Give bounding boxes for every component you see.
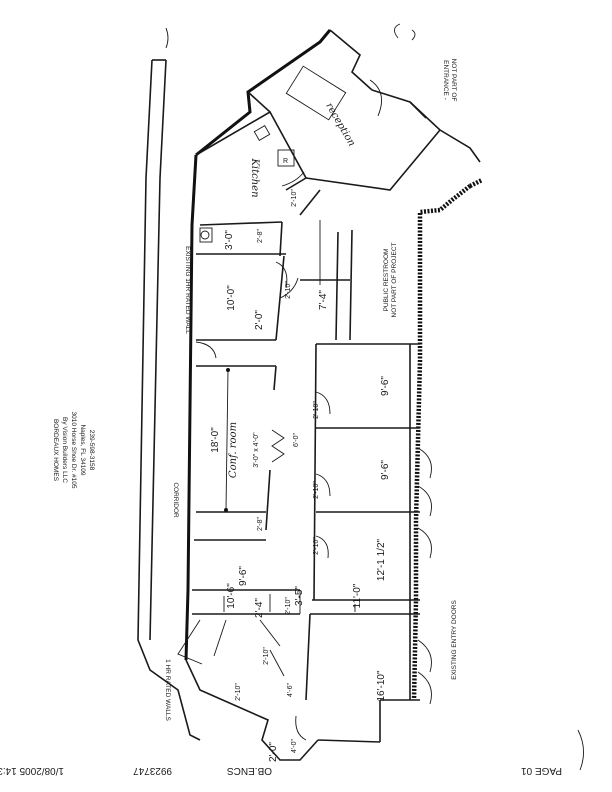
kitchen-label: Kitchen	[249, 157, 260, 197]
company-phone: 239-598-3158	[88, 430, 95, 471]
dim-3-5: 3'-5"	[294, 586, 305, 606]
public-restroom-label: PUBLIC RESTROOM	[383, 249, 390, 312]
fax-header: 1/08/2005 14:36 9923747 OB.ENCS PAGE 01	[0, 765, 562, 776]
dim-10-6: 10'-6"	[226, 583, 237, 609]
entry-doors-label: EXISTING ENTRY DOORS	[451, 600, 458, 680]
entrance-note: NOT PART OF	[450, 59, 457, 102]
corridor-label: CORRIDOR	[172, 482, 179, 518]
entrance-label: ENTRANCE -	[442, 60, 449, 100]
company-line4: Naples, FL 34109	[79, 424, 86, 475]
dim-2-4: 2'-4"	[254, 598, 265, 618]
water-heater	[200, 230, 210, 240]
dim-16-10: 16'-10"	[376, 670, 387, 701]
refrigerator	[277, 149, 295, 167]
dim-10-0: 10'-0"	[226, 285, 237, 311]
reception-label: reception	[323, 101, 357, 148]
fridge-label: R	[283, 158, 288, 165]
dim-11-0: 11'-0"	[352, 583, 363, 608]
dim-2-0a: 2'-0"	[254, 310, 265, 330]
dimension-labels: 3'-0" 10'-0" 2'-0" 18'-0" 10'-6" 2'-4" 3…	[210, 230, 391, 762]
door-w6: 2'-10"	[285, 597, 292, 615]
company-line2: By Vision Builders LLC	[61, 417, 68, 483]
company-name: BORDEAUX HOMES	[52, 419, 59, 482]
door-w9: 2'-8"	[257, 229, 264, 243]
door-width-labels: 2'-10" 2'-10" 2'-10" 2'-10" 2'-10" 2'-10…	[235, 189, 320, 701]
dim-4-6: 4'-6"	[287, 683, 294, 697]
door-w2: 2'-10"	[285, 281, 292, 299]
conf-room-label: Conf. room	[228, 422, 239, 478]
fax-page: PAGE 01	[521, 765, 562, 776]
dim-9-6a: 9'-6"	[238, 566, 249, 586]
scan-marks	[165, 23, 584, 771]
dim-6-0: 6'-0"	[293, 433, 300, 447]
dim-12-1: 12'-1 1/2"	[376, 538, 387, 581]
rated-wall-label: EXISTING 1HR RATED WALL	[184, 246, 191, 334]
door-w7: 2'-10"	[263, 647, 270, 665]
dim-9-6b: 9'-6"	[380, 376, 391, 396]
fixtures	[199, 65, 347, 512]
fax-number: 9923747	[133, 765, 172, 776]
dim-4-0: 4'-0"	[291, 739, 298, 753]
dim-7-4: 7'-4"	[318, 290, 329, 310]
rated-walls-label: 1 HR RATED WALLS	[164, 659, 171, 721]
door-w4: 2'-10"	[313, 481, 320, 499]
fax-datetime: 1/08/2005 14:36	[0, 765, 64, 776]
door-swings	[177, 79, 432, 741]
door-w10: 2'-8"	[257, 517, 264, 531]
interior-walls	[192, 91, 441, 701]
dimension-lines	[223, 220, 356, 614]
corridor-outline	[137, 59, 201, 741]
dim-18-0: 18'-0"	[210, 427, 221, 453]
door-w8: 2'-10"	[235, 683, 242, 701]
labels: CORRIDOR EXISTING 1HR RATED WALL 1 HR RA…	[164, 59, 458, 722]
door-w5: 2'-10"	[313, 537, 320, 555]
dim-9-6c: 9'-6"	[380, 460, 391, 480]
door-w3: 2'-10"	[313, 401, 320, 419]
dim-3-0: 3'-0"	[224, 230, 235, 250]
fax-sender: OB.ENCS	[227, 765, 272, 776]
dim-2-0b: 2'-0"	[268, 742, 279, 762]
public-restroom-note: NOT PART OF PROJECT	[391, 242, 398, 317]
door-w1: 2'-10"	[291, 189, 298, 207]
table-label: 3'-0" x 4'-0"	[253, 432, 260, 468]
suite-walls	[184, 29, 484, 761]
company-block: BORDEAUX HOMES By Vision Builders LLC 30…	[52, 412, 95, 489]
conf-table-line	[225, 369, 229, 511]
reception-desk	[285, 65, 347, 121]
company-line3: 3010 Horse Shoe Dr. #105	[70, 412, 77, 489]
